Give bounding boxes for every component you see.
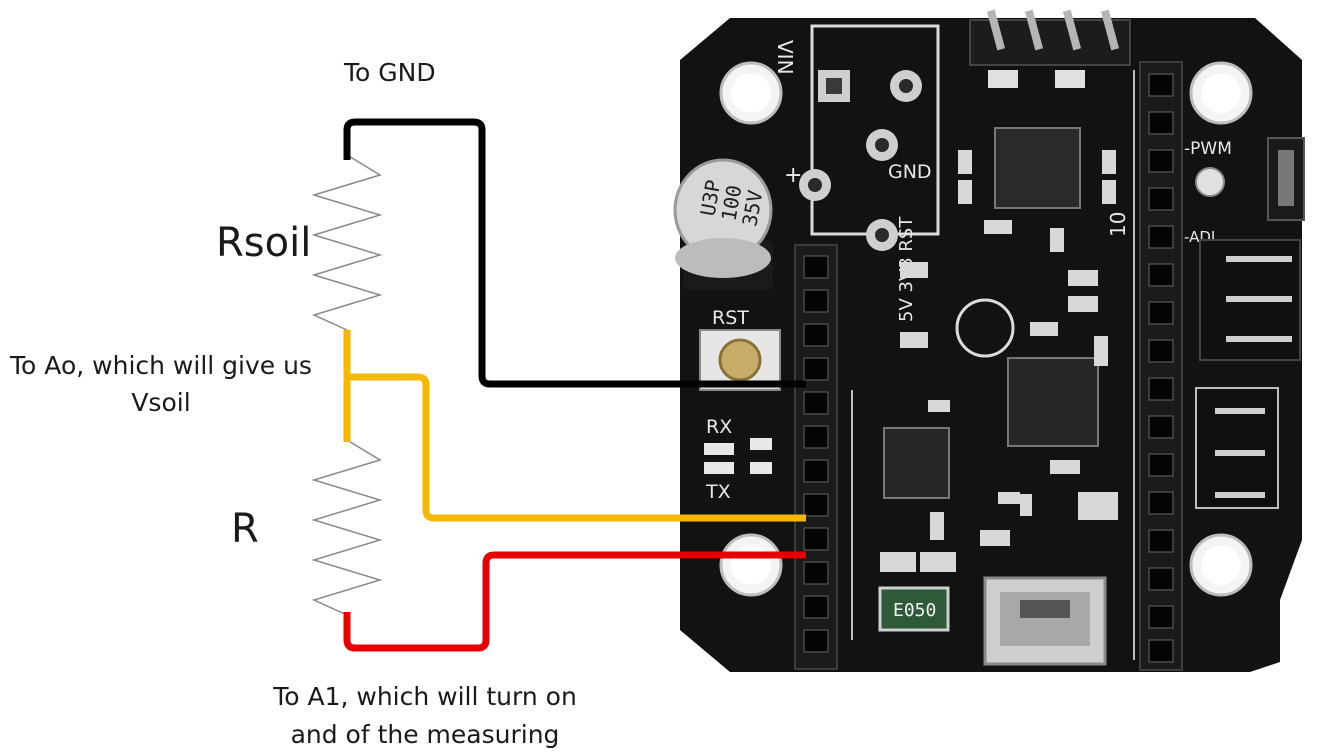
to-a0-label: To Ao, which will give us Vsoil [0,347,322,421]
wire-gnd [343,118,806,388]
plus-label: + [784,163,802,188]
left-female-header [794,244,838,670]
to-a1-line2: and of the measuring [290,720,560,749]
gnd-label: GND [888,161,932,183]
rst-label: RST [712,307,749,329]
potentiometer [1195,167,1225,197]
tx-label: TX [705,481,731,503]
resistor-r [311,439,383,616]
to-a1-line1: To A1, which will turn on [273,682,577,711]
capacitor: U3P 100 35V [673,158,773,290]
ic-chip [883,427,950,499]
rx-label: RX [706,416,732,438]
ic-chip [1007,357,1099,447]
jumper-block [1195,387,1279,509]
resistor-rsoil [311,154,383,331]
smd-components [880,150,1118,572]
rsoil-label: Rsoil [216,220,312,266]
to-a0-line2: Vsoil [131,388,191,417]
ic-chip [994,127,1081,209]
pin-number-label: 10 [1106,212,1130,237]
to-gnd-label: To GND [344,58,436,87]
wire-a0 [343,330,806,522]
to-a1-label: To A1, which will turn on and of the mea… [255,678,595,754]
to-a0-line1: To Ao, which will give us [10,351,312,380]
fuse [878,586,950,632]
pwm-label: -PWM [1184,139,1232,159]
fuse-label: E050 [893,600,936,621]
r-label: R [231,506,259,552]
wire-a1 [343,551,806,652]
vin-label: VIN [773,40,797,75]
microcontroller-board: VIN GND + U3P 100 35V RST [673,9,1305,672]
